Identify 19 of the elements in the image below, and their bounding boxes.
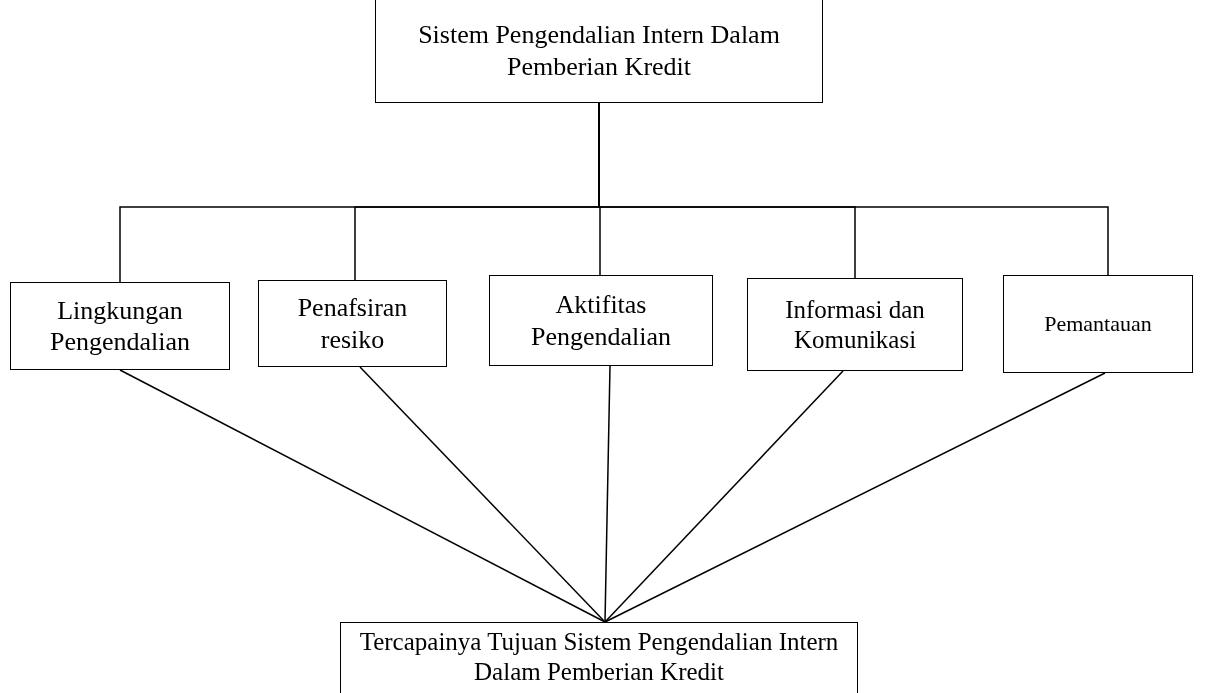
text-box [489, 275, 713, 366]
box-label: Penafsiran resiko [296, 292, 409, 355]
box-label: Sistem Pengendalian Intern Dalam Pemberian Kredit [417, 19, 781, 82]
text-box [1003, 275, 1193, 373]
box-label: Tercapainya Tujuan Sistem Pengendalian Intern Dalam Pemberian Kredit [358, 627, 840, 687]
text-box [747, 278, 963, 371]
text-box [340, 622, 858, 693]
box-label: Lingkungan Pengendalian [48, 294, 192, 358]
connector-line [119, 369, 606, 623]
connector-line [604, 372, 1106, 623]
connector-line [604, 365, 611, 623]
connector-line [604, 370, 844, 623]
text-box [375, 0, 823, 103]
text-box [258, 280, 447, 367]
text-box [10, 282, 230, 370]
connector-line [359, 366, 606, 623]
box-label: Pemantauan [1044, 310, 1152, 338]
box-label: Aktifitas Pengendalian [529, 289, 673, 352]
box-label: Informasi dan Komunikasi [784, 294, 926, 355]
